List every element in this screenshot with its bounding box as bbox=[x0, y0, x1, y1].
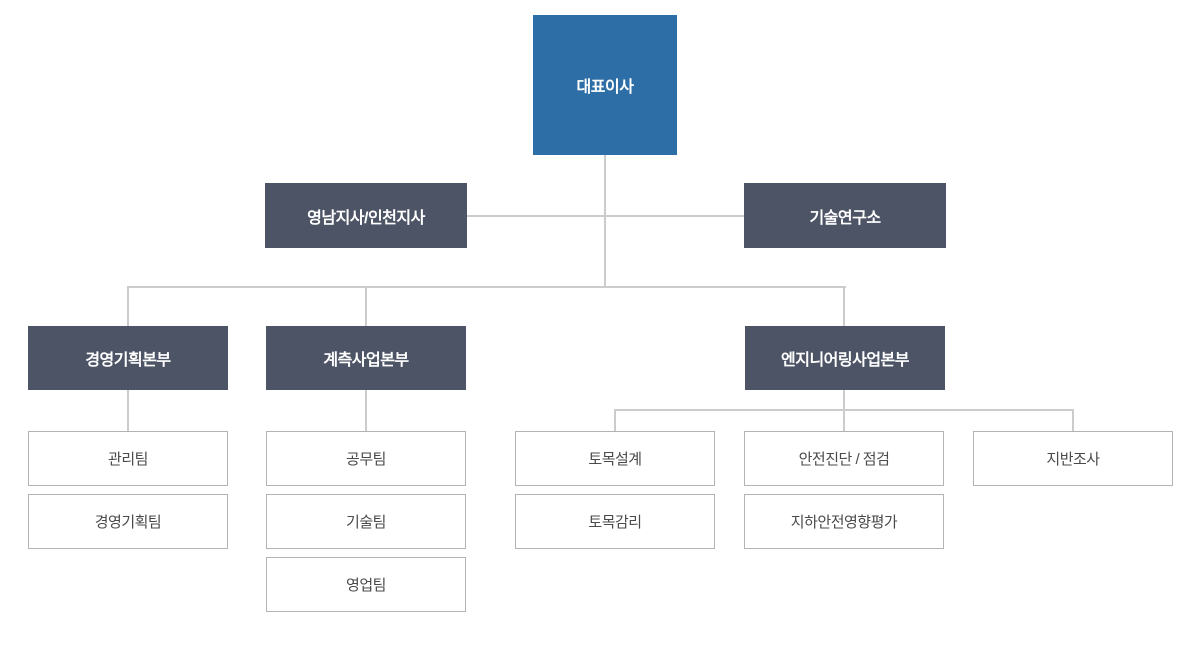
connector-line bbox=[127, 286, 129, 326]
connector-line bbox=[843, 286, 845, 326]
connector-line bbox=[365, 390, 367, 431]
connector-line bbox=[843, 390, 845, 410]
connector-line bbox=[365, 286, 367, 326]
org-node-team-underground-safety-impact-assessment: 지하안전영향평가 bbox=[744, 494, 944, 549]
org-node-division-management-planning: 경영기획본부 bbox=[28, 326, 228, 390]
org-node-team-civil-supervision: 토목감리 bbox=[515, 494, 715, 549]
org-node-division-measurement-business: 계측사업본부 bbox=[266, 326, 466, 390]
org-node-team-management-planning: 경영기획팀 bbox=[28, 494, 228, 549]
org-node-team-construction-affairs: 공무팀 bbox=[266, 431, 466, 486]
org-node-team-technical: 기술팀 bbox=[266, 494, 466, 549]
connector-line bbox=[843, 409, 845, 431]
org-node-division-engineering-business: 엔지니어링사업본부 bbox=[745, 326, 945, 390]
org-node-team-civil-design: 토목설계 bbox=[515, 431, 715, 486]
org-node-ceo: 대표이사 bbox=[533, 15, 677, 155]
connector-line bbox=[127, 286, 846, 288]
connector-line bbox=[467, 215, 744, 217]
org-node-branch-yeongnam-incheon: 영남지사/인천지사 bbox=[265, 183, 467, 248]
org-node-tech-research-institute: 기술연구소 bbox=[744, 183, 946, 248]
org-node-team-sales: 영업팀 bbox=[266, 557, 466, 612]
connector-line bbox=[1072, 409, 1074, 431]
connector-line bbox=[127, 390, 129, 431]
org-node-team-safety-diagnosis-inspection: 안전진단 / 점검 bbox=[744, 431, 944, 486]
connector-line bbox=[614, 409, 616, 431]
org-node-team-management: 관리팀 bbox=[28, 431, 228, 486]
connector-line bbox=[604, 155, 606, 287]
org-node-team-ground-investigation: 지반조사 bbox=[973, 431, 1173, 486]
